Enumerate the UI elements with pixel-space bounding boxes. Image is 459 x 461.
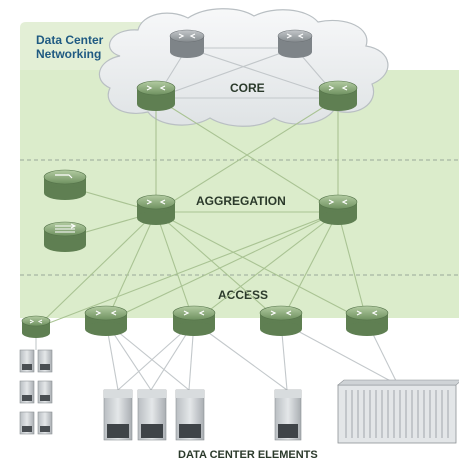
- access-switch-icon: [21, 315, 51, 338]
- diagram-title-line1: Data Center: [36, 33, 104, 47]
- load-balancer-icon: [43, 221, 87, 252]
- router-icon: [169, 29, 205, 58]
- server-icon: [19, 380, 35, 404]
- blade-chassis-icon: [337, 379, 459, 444]
- server-icon: [37, 411, 53, 435]
- access-switch-icon: [172, 305, 216, 336]
- server-icon: [137, 389, 167, 441]
- access-layer-label: ACCESS: [218, 288, 268, 302]
- server-icon: [175, 389, 205, 441]
- access-switch-icon: [259, 305, 303, 336]
- server-stack: [19, 349, 53, 435]
- core-layer-label: CORE: [230, 81, 265, 95]
- server-icon: [37, 349, 53, 373]
- firewall-icon: [43, 169, 87, 200]
- router-icon: [318, 80, 358, 111]
- router-icon: [136, 80, 176, 111]
- access-switch-icon: [345, 305, 389, 336]
- router-icon: [136, 194, 176, 225]
- server-icon: [274, 389, 302, 441]
- aggregation-layer-label: AGGREGATION: [196, 194, 286, 208]
- access-switch-icon: [84, 305, 128, 336]
- router-icon: [277, 29, 313, 58]
- data-center-elements-label: DATA CENTER ELEMENTS: [178, 449, 318, 461]
- router-icon: [318, 194, 358, 225]
- server-icon: [37, 380, 53, 404]
- server-icon: [19, 411, 35, 435]
- server-icon: [103, 389, 133, 441]
- diagram-title-line2: Networking: [36, 47, 101, 61]
- server-icon: [19, 349, 35, 373]
